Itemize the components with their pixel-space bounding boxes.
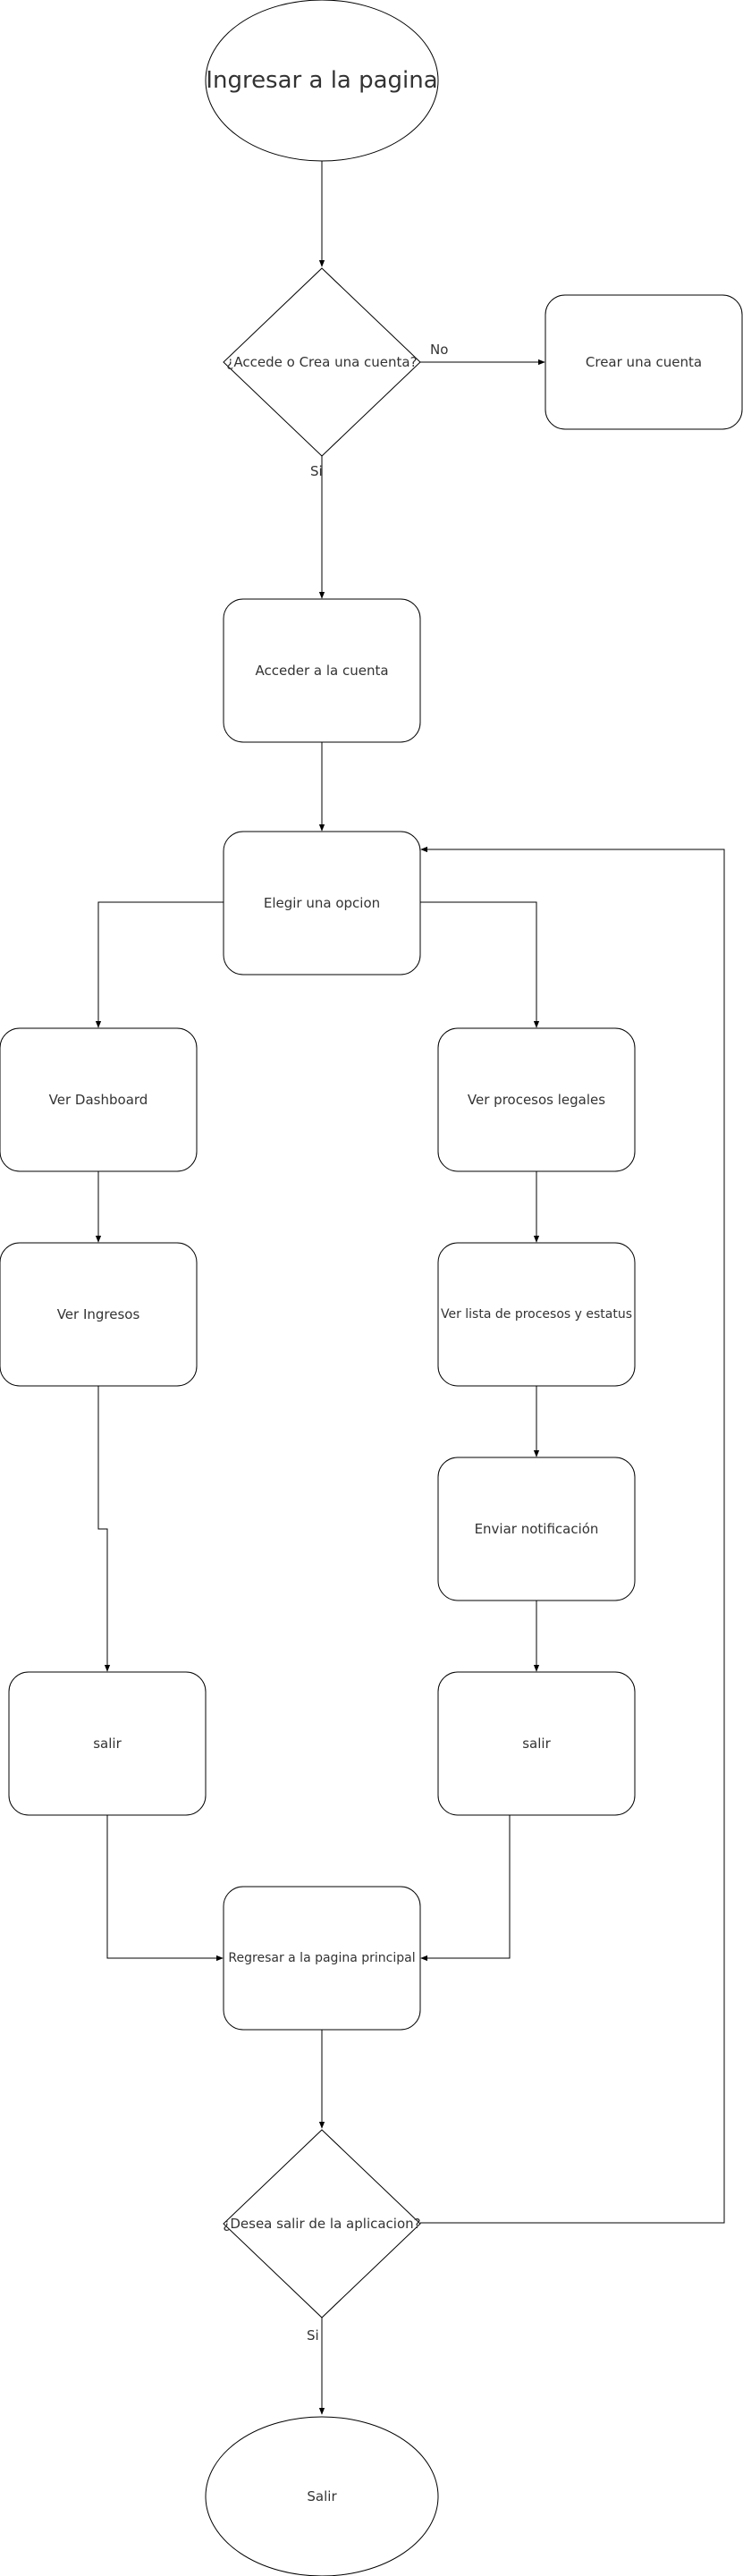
- start-ellipse: [205, 0, 439, 162]
- create-account-label: Crear una cuenta: [586, 354, 702, 370]
- decision-account-label: ¿Accede o Crea una cuenta?: [226, 354, 417, 370]
- exit-right-box: [437, 1671, 636, 1816]
- exit-left-label: salir: [93, 1736, 122, 1752]
- create-account-box: [545, 294, 743, 430]
- end-label: Salir: [307, 2488, 337, 2504]
- legal-label: Ver procesos legales: [468, 1092, 605, 1108]
- login-label: Acceder a la cuenta: [255, 663, 388, 679]
- edge-label-si-account: Si: [310, 463, 323, 479]
- exit-right-label: salir: [522, 1736, 551, 1752]
- edge-exit-right-to-return: [420, 1815, 511, 1962]
- start-label: Ingresar a la pagina: [206, 67, 437, 94]
- login-box: [223, 598, 421, 743]
- dashboard-label: Ver Dashboard: [49, 1092, 148, 1108]
- edges: [95, 161, 725, 2415]
- dashboard-box: [0, 1027, 198, 1172]
- decision-account-diamond: [223, 267, 421, 457]
- edge-decision-loop-back: [420, 846, 725, 2224]
- edge-choose-to-dashboard: [95, 901, 224, 1028]
- decision-exit-label: ¿Desea salir de la aplicacion?: [223, 2216, 420, 2232]
- choose-option-label: Elegir una opcion: [264, 895, 380, 911]
- edge-label-no: No: [430, 342, 448, 358]
- return-main-label: Regresar a la pagina principal: [228, 1951, 415, 1965]
- return-main-box: [223, 1886, 421, 2031]
- process-list-box: [437, 1242, 636, 1387]
- edge-choose-to-legal: [420, 901, 540, 1028]
- exit-left-box: [8, 1671, 207, 1816]
- legal-box: [437, 1027, 636, 1172]
- edge-exit-left-to-return: [106, 1815, 224, 1962]
- income-box: [0, 1242, 198, 1387]
- edge-income-to-exit-left: [97, 1386, 111, 1672]
- income-label: Ver Ingresos: [57, 1306, 140, 1322]
- choose-option-box: [223, 831, 421, 976]
- end-ellipse: [205, 2416, 439, 2576]
- decision-exit-diamond: [223, 2129, 421, 2318]
- edge-label-si-exit: Si: [307, 2327, 319, 2344]
- process-list-label: Ver lista de procesos y estatus: [441, 1307, 632, 1322]
- notify-box: [437, 1457, 636, 1601]
- notify-label: Enviar notificación: [475, 1521, 599, 1537]
